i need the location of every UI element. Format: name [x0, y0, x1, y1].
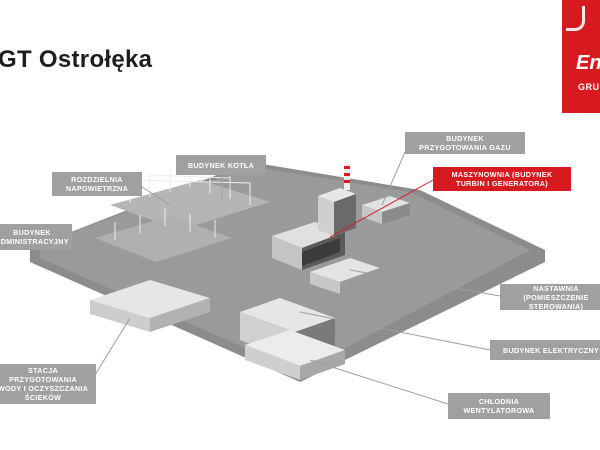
brand-group-text: GRUPA: [578, 82, 600, 92]
gas-building: [362, 196, 410, 224]
label-control-room: NASTAWNIA (POMIESZCZENIE STEROWANIA): [500, 284, 600, 311]
brand-logo-icon: [566, 6, 585, 31]
machine-hall-leader-line: [329, 179, 434, 238]
label-electrical-building: BUDYNEK ELEKTRYCZNY: [490, 340, 600, 360]
label-machine-hall: MASZYNOWNIA (BUDYNEK TURBIN I GENERATORA…: [433, 167, 571, 191]
admin-building: [90, 280, 210, 332]
leader-lines: [69, 151, 501, 405]
page-title: GT Ostrołęka: [0, 46, 153, 73]
label-cooling-tower: CHŁODNIA WENTYLATOROWA: [448, 393, 550, 419]
control-room-building: [310, 258, 380, 294]
boiler-building: [318, 188, 356, 236]
label-water-treatment: STACJA PRZYGOTOWANIA WODY I OCZYSZCZANIA…: [0, 364, 96, 404]
cooling-tower: [245, 330, 345, 380]
label-switchyard: ROZDZIELNIA NAPOWIETRZNA: [52, 172, 142, 196]
brand-logo-text: Ene: [576, 52, 600, 74]
label-gas-building: BUDYNEK PRZYGOTOWANIA GAZU: [405, 132, 525, 154]
chimney: [344, 162, 350, 190]
brand-panel: Ene GRUPA: [562, 0, 600, 113]
label-admin-building: BUDYNEK ADMINISTRACYJNY: [0, 224, 72, 250]
label-boiler-building: BUDYNEK KOTŁA: [176, 155, 266, 175]
